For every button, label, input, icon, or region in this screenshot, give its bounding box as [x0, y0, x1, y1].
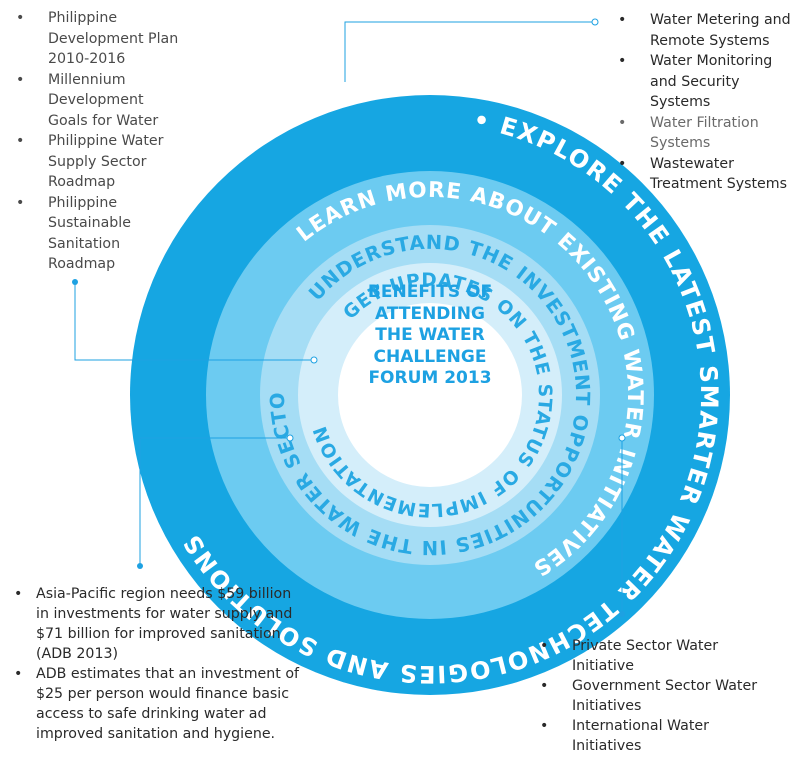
connector-dot	[618, 434, 626, 442]
top-left-list: Philippine Development Plan 2010-2016 Mi…	[6, 8, 186, 275]
bottom-right-list: Private Sector Water Initiative Governme…	[530, 636, 760, 756]
connector-top-right	[344, 21, 595, 82]
center-title: BENEFITS OF ATTENDING THE WATER CHALLENG…	[345, 282, 515, 390]
list-item: Government Sector Water Initiatives	[530, 676, 760, 716]
list-item: Private Sector Water Initiative	[530, 636, 760, 676]
connector-dot	[619, 611, 625, 617]
bottom-left-list: Asia-Pacific region needs $59 billion in…	[4, 584, 304, 744]
connector-dot	[591, 18, 599, 26]
center-title-line: BENEFITS OF	[367, 282, 493, 302]
list-item: ADB estimates that an investment of $25 …	[4, 664, 304, 744]
connector-dot	[286, 434, 294, 442]
list-item: Philippine Sustainable Sanitation Roadma…	[6, 193, 186, 275]
connector-dot	[310, 356, 318, 364]
connector-dot	[72, 279, 78, 285]
center-title-line: FORUM 2013	[368, 368, 492, 388]
list-item: Wastewater Treatment Systems	[608, 154, 800, 195]
center-disc	[338, 303, 522, 487]
center-title-line: CHALLENGE	[373, 346, 487, 367]
list-item: International Water Initiatives	[530, 716, 760, 756]
connector-dot	[137, 563, 143, 569]
connector-bottom-left	[139, 437, 290, 566]
list-item: Water Filtration Systems	[608, 113, 800, 154]
top-right-list: Water Metering and Remote Systems Water …	[608, 10, 800, 195]
list-item: Water Monitoring and Security Systems	[608, 51, 800, 113]
center-title-line: THE WATER	[375, 325, 485, 345]
list-item: Philippine Water Supply Sector Roadmap	[6, 131, 186, 193]
list-item: Philippine Development Plan 2010-2016	[6, 8, 186, 70]
connector-top-left	[74, 282, 314, 361]
list-item: Millennium Development Goals for Water	[6, 70, 186, 132]
list-item: Asia-Pacific region needs $59 billion in…	[4, 584, 304, 664]
list-item: Water Metering and Remote Systems	[608, 10, 800, 51]
center-title-line: ATTENDING	[375, 303, 485, 324]
